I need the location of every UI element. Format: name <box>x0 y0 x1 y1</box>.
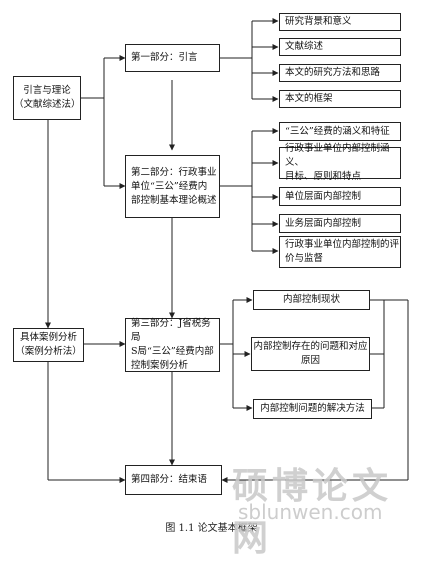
part2-box: 第二部分：行政事业 单位“三公”经费内 部控制基本理论概述 <box>125 155 220 218</box>
part1-label: 第一部分：引言 <box>131 52 198 63</box>
figure-caption: 图 1.1 论文基本框架 <box>165 523 258 534</box>
part1-item-literature: 文献综述 <box>279 38 401 56</box>
part1-box: 第一部分：引言 <box>125 44 220 72</box>
part3-line2: S局“三公”经费内部 <box>131 346 214 357</box>
part3-item-status: 内部控制现状 <box>253 290 370 310</box>
part2-item-evaluation: 行政事业单位内部控制的评 价与监督 <box>279 236 401 268</box>
part2-item-meaning: “三公”经费的涵义和特征 <box>279 122 401 141</box>
part3-item-solutions: 内部控制问题的解决方法 <box>253 399 372 419</box>
intro-theory-title: 引言与理论 <box>23 85 71 96</box>
case-analysis-method: （案例分析法） <box>15 346 82 357</box>
intro-theory-box: 引言与理论 （文献综述法） <box>13 76 81 120</box>
part2-line1: 第二部分：行政事业 <box>131 166 217 178</box>
part3-line3: 控制案例分析 <box>131 360 189 371</box>
intro-theory-method: （文献综述法） <box>14 99 81 110</box>
case-analysis-box: 具体案例分析 （案例分析法） <box>13 328 84 362</box>
part3-item-problems: 内部控制存在的问题和对应 原因 <box>251 337 370 371</box>
part1-item-background: 研究背景和意义 <box>279 13 401 31</box>
part2-item-business-level: 业务层面内部控制 <box>279 214 401 233</box>
part4-label: 第四部分：结束语 <box>131 474 208 485</box>
part2-line3: 部控制基本理论概述 <box>131 194 217 206</box>
case-analysis-title: 具体案例分析 <box>19 332 77 343</box>
part2-item-internal-control: 行政事业单位内部控制涵义、 目标、原则和特点 <box>279 143 401 182</box>
part1-item-framework: 本文的框架 <box>279 90 401 108</box>
part3-line1: 第三部分：J省税务局 <box>131 318 211 343</box>
part2-item-unit-level: 单位层面内部控制 <box>279 187 401 206</box>
part4-box: 第四部分：结束语 <box>125 465 222 495</box>
part2-line2: 单位“三公”经费内 <box>131 180 208 192</box>
part1-item-methods: 本文的研究方法和思路 <box>279 64 401 82</box>
part3-box: 第三部分：J省税务局 S局“三公”经费内部 控制案例分析 <box>125 318 220 372</box>
watermark-url: sblunwen.com <box>238 500 383 524</box>
